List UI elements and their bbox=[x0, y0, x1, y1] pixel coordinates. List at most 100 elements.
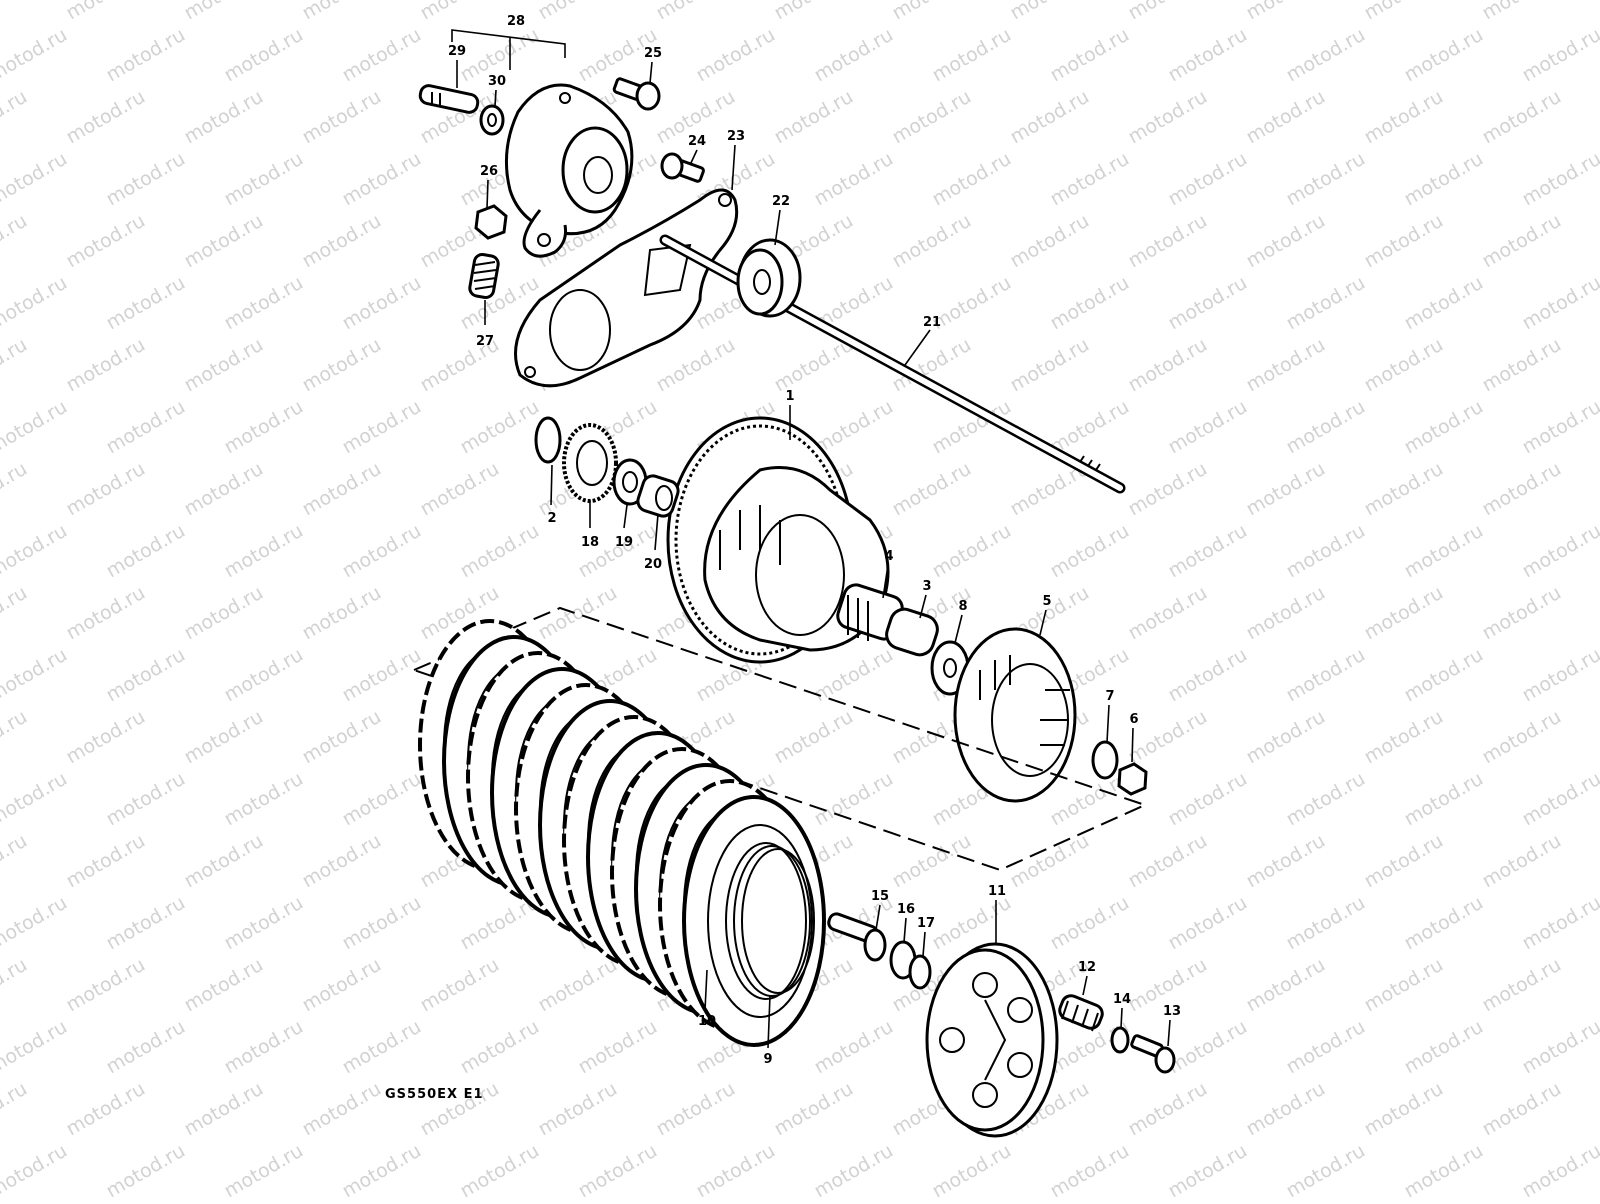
watermark-text: motod.ru bbox=[298, 706, 384, 769]
watermark-text: motod.ru bbox=[1360, 954, 1446, 1017]
watermark-text: motod.ru bbox=[1400, 272, 1486, 335]
watermark-text: motod.ru bbox=[220, 396, 306, 459]
watermark-text: motod.ru bbox=[1164, 768, 1250, 831]
watermark-text: motod.ru bbox=[102, 520, 188, 583]
watermark-text: motod.ru bbox=[1006, 86, 1092, 149]
watermark-text: motod.ru bbox=[62, 830, 148, 893]
watermark-text: motod.ru bbox=[62, 334, 148, 397]
watermark-text: motod.ru bbox=[1242, 334, 1328, 397]
watermark-text: motod.ru bbox=[1518, 1140, 1600, 1200]
watermark-text: motod.ru bbox=[1124, 582, 1210, 645]
watermark-text: motod.ru bbox=[416, 954, 502, 1017]
watermark-text: motod.ru bbox=[456, 1140, 542, 1200]
watermark-text: motod.ru bbox=[0, 768, 71, 831]
watermark-text: motod.ru bbox=[692, 24, 778, 87]
callout-9: 9 bbox=[763, 1052, 772, 1067]
watermark-text: motod.ru bbox=[810, 1016, 896, 1079]
watermark-text: motod.ru bbox=[298, 334, 384, 397]
watermark-text: motod.ru bbox=[1518, 24, 1600, 87]
callout-8: 8 bbox=[958, 599, 967, 614]
watermark-text: motod.ru bbox=[1360, 0, 1446, 24]
part-13-bolt bbox=[1130, 1034, 1176, 1074]
watermark-text: motod.ru bbox=[62, 1078, 148, 1141]
watermark-text: motod.ru bbox=[102, 892, 188, 955]
watermark-text: motod.ru bbox=[888, 830, 974, 893]
part-30-spring bbox=[468, 253, 500, 299]
watermark-text: motod.ru bbox=[0, 582, 31, 645]
watermark-text: motod.ru bbox=[338, 1016, 424, 1079]
callout-22: 22 bbox=[772, 194, 790, 209]
watermark-text: motod.ru bbox=[0, 1140, 71, 1200]
watermark-text: motod.ru bbox=[1164, 1140, 1250, 1200]
watermark-text: motod.ru bbox=[1282, 24, 1368, 87]
watermark-text: motod.ru bbox=[1518, 396, 1600, 459]
watermark-text: motod.ru bbox=[1518, 644, 1600, 707]
part-22-bearing bbox=[736, 238, 802, 318]
watermark-text: motod.ru bbox=[1164, 644, 1250, 707]
watermark-text: motod.ru bbox=[298, 830, 384, 893]
watermark-text: motod.ru bbox=[338, 24, 424, 87]
watermark-text: motod.ru bbox=[928, 1140, 1014, 1200]
watermark-text: motod.ru bbox=[62, 86, 148, 149]
watermark-text: motod.ru bbox=[1596, 334, 1600, 397]
watermark-text: motod.ru bbox=[1282, 644, 1368, 707]
watermark-text: motod.ru bbox=[0, 210, 31, 273]
callout-12: 12 bbox=[1078, 960, 1096, 975]
watermark-text: motod.ru bbox=[1400, 396, 1486, 459]
watermark-text: motod.ru bbox=[1400, 644, 1486, 707]
watermark-text: motod.ru bbox=[1596, 830, 1600, 893]
watermark-text: motod.ru bbox=[1046, 148, 1132, 211]
watermark-text: motod.ru bbox=[1164, 1016, 1250, 1079]
callout-20: 20 bbox=[644, 557, 662, 572]
part-15-push-piece bbox=[827, 912, 887, 962]
callout-1: 1 bbox=[785, 389, 794, 404]
watermark-text: motod.ru bbox=[1478, 830, 1564, 893]
callout-29: 26 bbox=[480, 164, 498, 179]
watermark-text: motod.ru bbox=[102, 644, 188, 707]
part-20-bearing bbox=[636, 474, 680, 518]
watermark-text: motod.ru bbox=[1478, 334, 1564, 397]
watermark-text: motod.ru bbox=[770, 706, 856, 769]
watermark-text: motod.ru bbox=[1400, 1016, 1486, 1079]
watermark-text: motod.ru bbox=[180, 954, 266, 1017]
watermark-text: motod.ru bbox=[1360, 210, 1446, 273]
callout-4: 4 bbox=[884, 549, 893, 564]
watermark-text: motod.ru bbox=[0, 0, 31, 24]
watermark-text: motod.ru bbox=[574, 1140, 660, 1200]
watermark-text: motod.ru bbox=[1282, 1140, 1368, 1200]
watermark-text: motod.ru bbox=[0, 520, 71, 583]
watermark-text: motod.ru bbox=[534, 1078, 620, 1141]
callout-7: 7 bbox=[1105, 689, 1114, 704]
watermark-text: motod.ru bbox=[928, 148, 1014, 211]
watermark-text: motod.ru bbox=[102, 272, 188, 335]
part-26-pin bbox=[418, 84, 480, 114]
part-17-washer bbox=[908, 954, 932, 990]
callout-30: 27 bbox=[476, 334, 494, 349]
watermark-text: motod.ru bbox=[0, 1016, 71, 1079]
watermark-text: motod.ru bbox=[928, 520, 1014, 583]
watermark-text: motod.ru bbox=[652, 0, 738, 24]
watermark-text: motod.ru bbox=[220, 768, 306, 831]
part-28-bolt bbox=[612, 77, 661, 111]
watermark-text: motod.ru bbox=[1282, 1016, 1368, 1079]
watermark-text: motod.ru bbox=[1242, 210, 1328, 273]
watermark-text: motod.ru bbox=[1124, 0, 1210, 24]
watermark-text: motod.ru bbox=[1400, 24, 1486, 87]
bracket-25 bbox=[451, 29, 566, 58]
watermark-text: motod.ru bbox=[1518, 768, 1600, 831]
watermark-text: motod.ru bbox=[298, 954, 384, 1017]
watermark-text: motod.ru bbox=[1400, 768, 1486, 831]
watermark-text: motod.ru bbox=[0, 396, 71, 459]
watermark-text: motod.ru bbox=[1478, 706, 1564, 769]
watermark-text: motod.ru bbox=[928, 24, 1014, 87]
watermark-text: motod.ru bbox=[1124, 1078, 1210, 1141]
callout-23-a: 23 bbox=[727, 129, 745, 144]
callout-21: 21 bbox=[923, 315, 941, 330]
watermark-text: motod.ru bbox=[62, 210, 148, 273]
watermark-text: motod.ru bbox=[180, 1078, 266, 1141]
watermark-text: motod.ru bbox=[1164, 520, 1250, 583]
callout-19: 19 bbox=[615, 535, 633, 550]
watermark-text: motod.ru bbox=[0, 86, 31, 149]
watermark-text: motod.ru bbox=[1242, 0, 1328, 24]
part-7-lock-washer bbox=[1091, 740, 1119, 780]
